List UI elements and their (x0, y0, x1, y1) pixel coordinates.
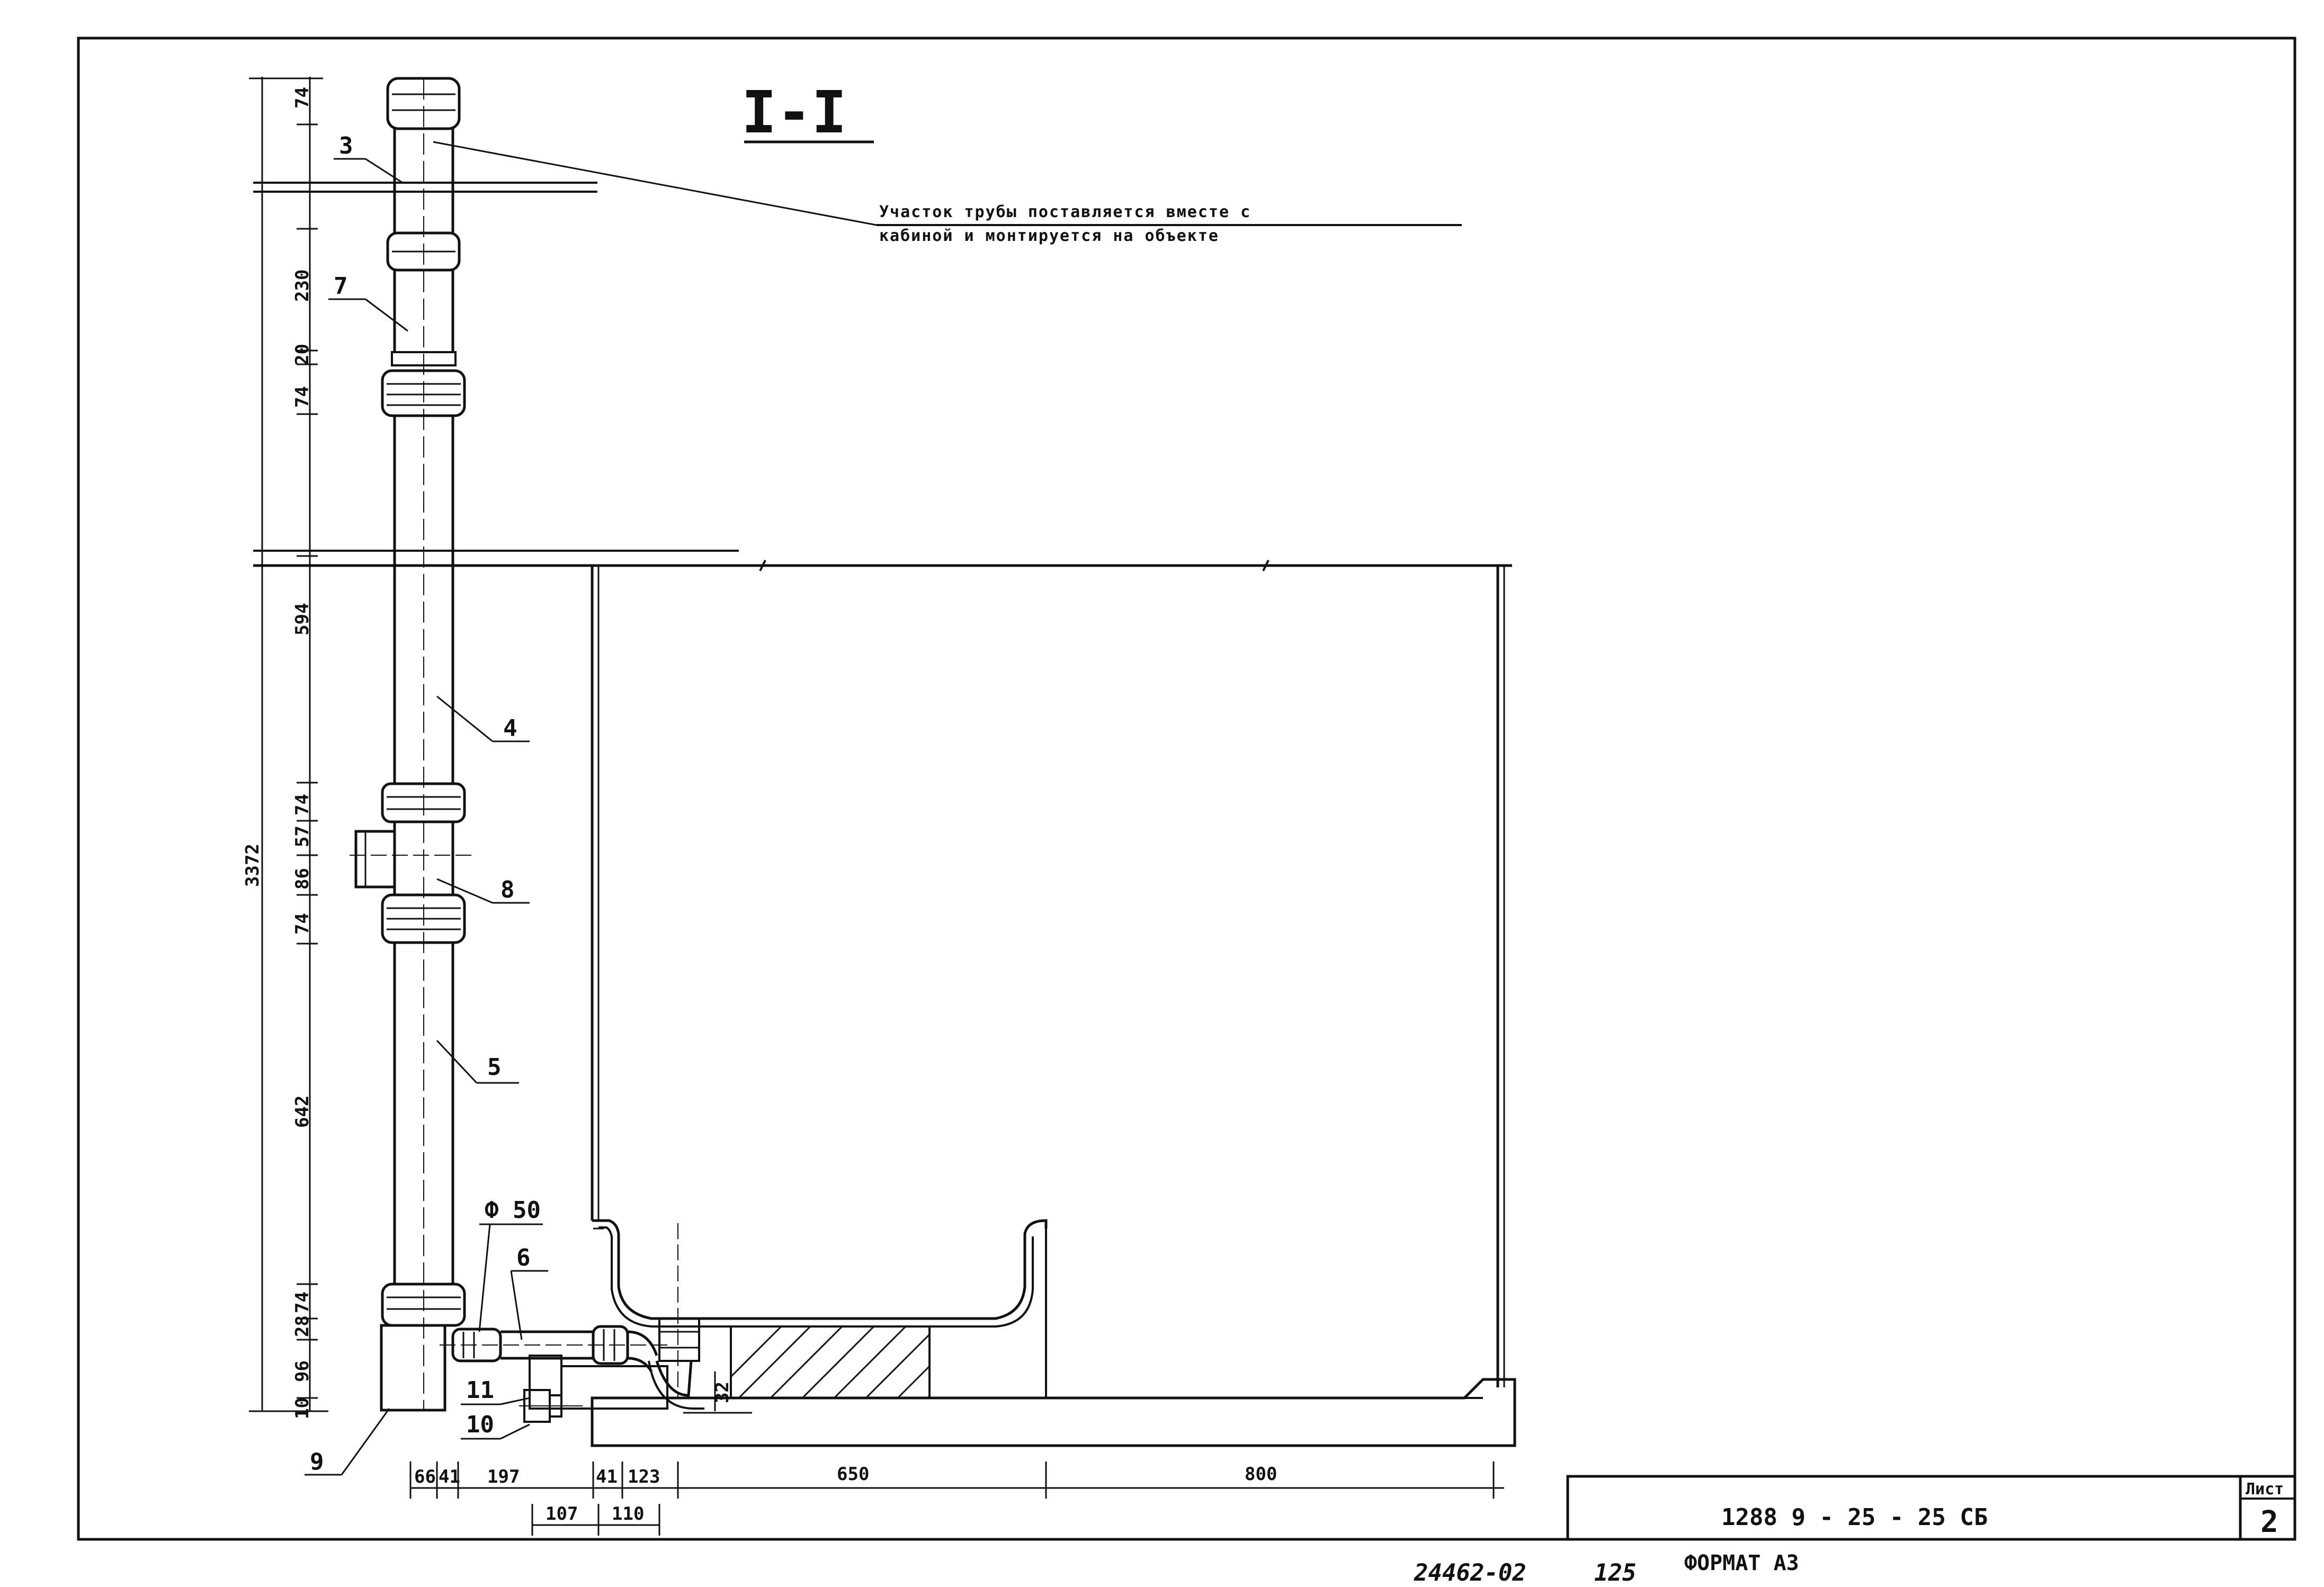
hdim-123: 123 (628, 1466, 660, 1487)
horizontal-dimensions: 66 41 197 41 123 650 800 107 110 (409, 1462, 1504, 1536)
shower-tray (592, 1219, 1048, 1399)
dim-642: 642 (292, 1096, 313, 1128)
callout-10: 10 (466, 1411, 494, 1438)
callout-4: 4 (503, 715, 517, 742)
pipe-note: Участок трубы поставляется вместе с каби… (433, 141, 1462, 245)
hdim-41-b: 41 (596, 1466, 618, 1487)
callout-3: 3 (339, 132, 353, 159)
format-label: ФОРМАТ А3 (1684, 1551, 1799, 1575)
callout-9: 9 (310, 1448, 324, 1475)
upper-slab (253, 182, 597, 193)
hdim-197: 197 (487, 1466, 520, 1487)
dim-74-d: 74 (292, 913, 313, 935)
callouts: 3 7 4 8 5 Ф 50 6 9 11 10 32 (305, 132, 752, 1476)
dim-20: 20 (292, 344, 313, 365)
callout-7: 7 (334, 273, 348, 300)
hdim-110: 110 (612, 1503, 644, 1525)
dim-594: 594 (292, 603, 313, 635)
dim-74-c: 74 (292, 794, 313, 815)
callout-11: 11 (466, 1377, 494, 1404)
riser-pipe (350, 77, 477, 1412)
lower-slab (253, 550, 1512, 571)
vertical-dimension-labels: 74 230 20 74 594 74 57 86 74 642 74 28 9… (242, 87, 313, 1419)
section-title: I-I (741, 78, 847, 146)
callout-5: 5 (487, 1054, 502, 1081)
dim-96: 96 (292, 1360, 313, 1382)
sheet-label: Лист (2246, 1480, 2284, 1499)
page-number: 125 (1594, 1559, 1636, 1586)
hdim-41-a: 41 (439, 1466, 460, 1487)
dim-74-b: 74 (292, 386, 313, 408)
callout-phi50: Ф 50 (485, 1197, 541, 1224)
callout-8: 8 (500, 876, 515, 903)
dim-86: 86 (292, 868, 313, 890)
dim-74-e: 74 (292, 1292, 313, 1313)
callout-6: 6 (516, 1244, 531, 1271)
dim-28: 28 (292, 1315, 313, 1337)
drawing-code: 1288 9 - 25 - 25 СБ (1721, 1504, 1988, 1531)
hdim-650: 650 (837, 1464, 869, 1485)
hdim-800: 800 (1245, 1464, 1277, 1485)
vertical-dimension-lines (249, 77, 328, 1412)
note-line-1: Участок трубы поставляется вместе с (879, 203, 1251, 221)
title-block: 1288 9 - 25 - 25 СБ Лист 2 (1566, 1475, 2296, 1541)
dim-57: 57 (292, 826, 313, 847)
sheet-number: 2 (2260, 1505, 2278, 1539)
dim-74-top: 74 (292, 87, 313, 109)
dim-3372-total: 3372 (242, 844, 263, 887)
hdim-107: 107 (546, 1503, 578, 1525)
note-line-2: кабиной и монтируется на объекте (879, 227, 1219, 245)
drain-trap (529, 1317, 704, 1410)
inventory-number: 24462-02 (1414, 1559, 1526, 1586)
sheet-frame (77, 37, 2296, 1541)
hdim-66: 66 (414, 1466, 436, 1487)
dim-10: 10 (292, 1397, 313, 1419)
cabin-walls (591, 567, 1505, 1387)
dim-230: 230 (292, 270, 313, 302)
branch-pipe (440, 1325, 667, 1373)
floor-fitting (519, 1389, 583, 1423)
